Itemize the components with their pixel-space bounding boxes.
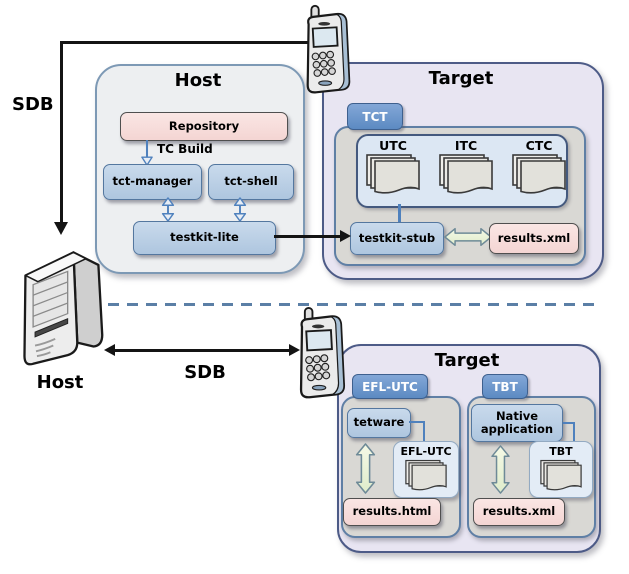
section-divider: [108, 303, 600, 306]
suites-to-stub-line: [398, 204, 401, 222]
tbt-stack-box: TBT: [529, 441, 593, 498]
tab-tct: TCT: [347, 103, 403, 130]
sdb-bottom-left-arrowhead-icon: [104, 344, 115, 356]
document-stack-icon: [402, 459, 450, 493]
results-html-node: results.html: [343, 498, 441, 526]
tct-shell-node: tct-shell: [208, 164, 294, 200]
repository-node: Repository: [120, 112, 288, 141]
stack-label-itc: ITC: [454, 138, 478, 153]
tbt-stack-label: TBT: [549, 445, 573, 458]
stack-label-utc: UTC: [379, 138, 407, 153]
tetware-connector-v: [423, 421, 425, 442]
efl-utc-stack-label: EFL-UTC: [400, 445, 452, 458]
sdb-bottom-right-arrowhead-icon: [289, 344, 300, 356]
tab-tbt: TBT: [482, 374, 528, 399]
results-xml-top-node: results.xml: [489, 223, 579, 254]
stub-results-double-arrow-icon: [444, 226, 492, 248]
native-app-connector-h: [563, 422, 575, 424]
sdb-top-hline: [60, 41, 308, 44]
native-app-connector-v: [573, 422, 575, 441]
host-panel-title: Host: [174, 70, 222, 91]
document-stack-icon: [364, 153, 422, 197]
sdb-bottom-line: [112, 349, 292, 352]
tc-build-label: TC Build: [157, 142, 213, 156]
document-stack-icon: [510, 153, 568, 197]
document-stack-icon: [537, 459, 585, 493]
double-arrow-shell-lite-icon: [229, 197, 251, 222]
tab-efl-utc: EFL-UTC: [352, 374, 428, 399]
mobile-phone-icon: [292, 306, 350, 401]
tetware-results-double-arrow-icon: [354, 443, 377, 494]
server-tower-icon: [12, 228, 108, 370]
double-arrow-manager-lite-icon: [157, 197, 179, 222]
mobile-phone-icon: [298, 4, 356, 96]
sdb-bottom-label: SDB: [184, 362, 226, 383]
server-host-label: Host: [36, 372, 84, 393]
tct-manager-node: tct-manager: [103, 164, 202, 200]
target-bottom-title: Target: [434, 350, 500, 371]
target-top-title: Target: [428, 68, 494, 89]
tetware-connector-h: [409, 421, 425, 423]
sdb-top-vline: [60, 41, 63, 224]
sdb-down-arrowhead-icon: [54, 222, 68, 235]
testkit-stub-node: testkit-stub: [350, 222, 444, 255]
results-xml-bottom-node: results.xml: [473, 498, 565, 526]
sdb-top-label: SDB: [12, 94, 54, 115]
lite-to-stub-line: [274, 235, 341, 238]
native-application-node: Native application: [471, 404, 563, 442]
tc-build-arrow-icon: [140, 140, 154, 166]
efl-utc-stack-box: EFL-UTC: [393, 441, 459, 498]
document-stack-icon: [437, 153, 495, 197]
testkit-lite-node: testkit-lite: [133, 221, 276, 255]
native-results-double-arrow-icon: [489, 445, 512, 494]
lite-to-stub-arrowhead-icon: [340, 230, 351, 242]
tetware-node: tetware: [347, 408, 411, 438]
stack-label-ctc: CTC: [525, 138, 553, 153]
